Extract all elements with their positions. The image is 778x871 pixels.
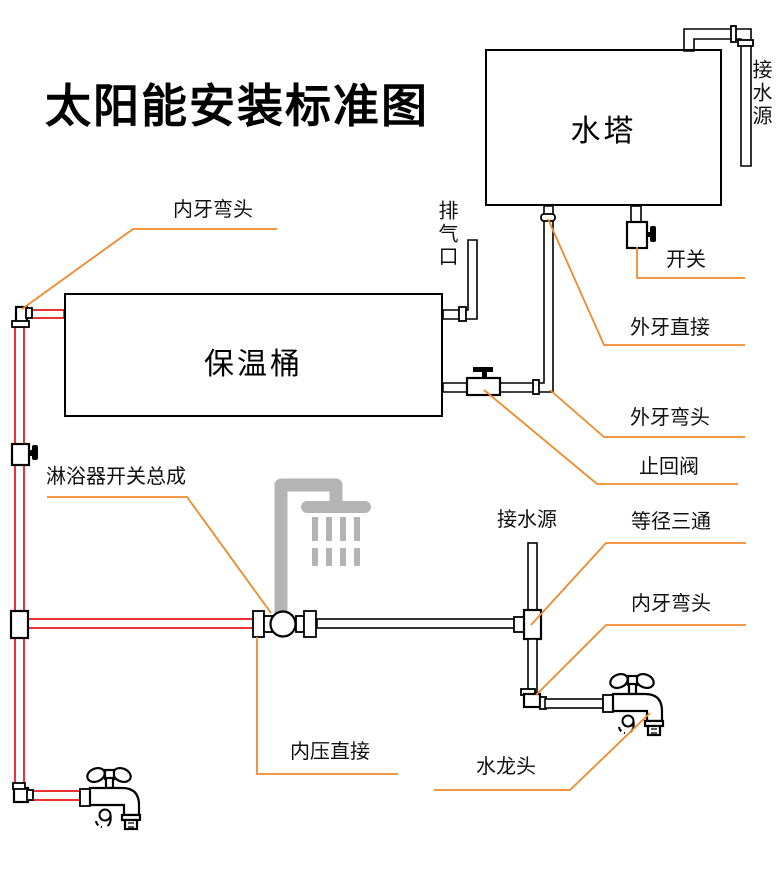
water-tower-label: 水塔 [570,114,637,148]
red-tee-fitting [9,609,30,640]
switch-valve-body [625,220,649,250]
label-water-source-top: 接水源 [749,59,771,128]
shower-shutoff-valve [10,442,38,467]
leader-inner-elbow-right [535,624,746,696]
label-inner-pressure-straight: 内压直接 [290,741,370,763]
tower-drain-switch [625,205,656,250]
label-outer-thread-elbow: 外牙弯头 [630,407,710,429]
leader-equal-tee [530,542,746,626]
label-outer-thread-straight: 外牙直接 [630,317,710,339]
outer-thread-elbow-fitting [532,379,540,395]
leader-lines [21,218,746,791]
leader-outer-elbow [549,389,745,438]
label-faucet: 水龙头 [476,756,536,778]
water-tower-box: 水塔 [485,49,722,206]
leader-inner-pressure [256,637,398,775]
faucet-right-icon [601,670,665,737]
check-valve-component [465,367,502,397]
cold-water-branch [513,542,604,710]
leader-faucet [434,712,651,791]
label-inner-thread-elbow-right: 内牙弯头 [631,593,711,615]
leader-check-valve [483,389,738,485]
insulation-barrel-box: 保温桶 [64,293,443,417]
shower-mixer-assembly [252,610,518,638]
mixer-valve-ball [269,610,297,638]
label-check-valve: 止回阀 [639,456,699,478]
leader-switch [636,247,745,279]
label-equal-diameter-tee: 等径三通 [631,511,711,533]
leader-shower-assembly [47,496,272,614]
shower-head-icon [274,478,371,613]
leader-outer-straight [547,218,745,346]
exhaust-pipe [442,239,478,322]
leader-inner-elbow-top [21,228,277,310]
page-title: 太阳能安装标准图 [45,80,429,132]
inner-thread-elbow-top-fitting [11,305,33,328]
label-shower-switch-assembly: 淋浴器开关总成 [46,466,186,488]
label-switch: 开关 [666,249,706,271]
label-water-source-mid: 接水源 [497,509,557,531]
faucet-left-icon [78,764,142,831]
insulation-barrel-label: 保温桶 [204,348,303,381]
label-inner-thread-elbow-top: 内牙弯头 [173,199,253,221]
water-source-pipe-top [683,25,754,167]
bottom-left-elbow-fitting [12,782,34,804]
label-exhaust-port: 排气口 [435,200,457,269]
red-hot-water-circuit [9,305,254,804]
shower-drops [312,517,360,566]
inner-thread-elbow-right-fitting [520,688,547,710]
hot-water-pipe-tower-to-barrel [442,205,556,397]
